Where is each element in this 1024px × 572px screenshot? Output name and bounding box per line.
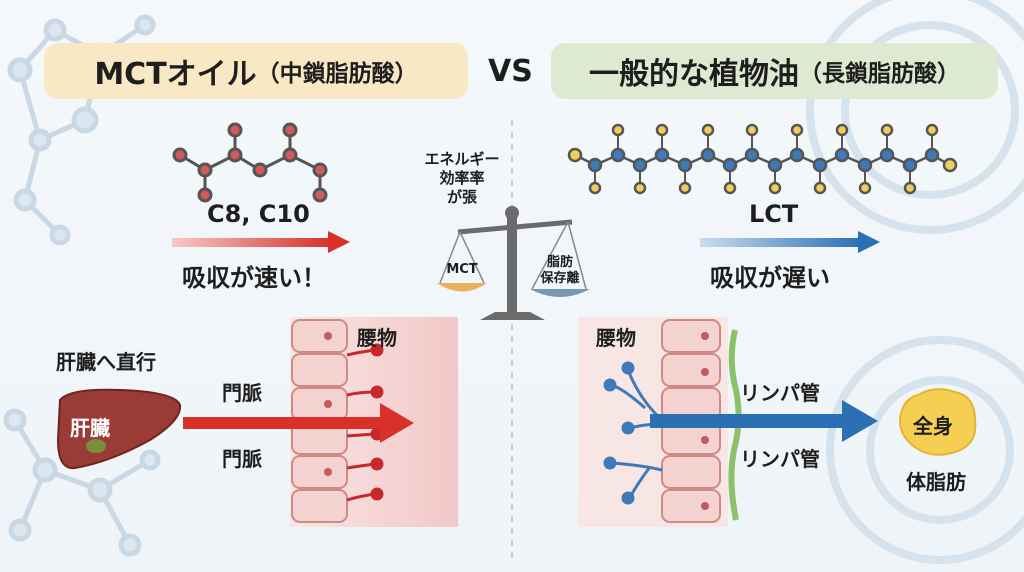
lct-title-sub: （長鎖脂肪酸） <box>799 61 960 87</box>
lymph-label-1: リンパ管 <box>740 381 820 405</box>
vs-label: VS <box>488 54 533 89</box>
whole-body-label: 全身 <box>913 414 953 438</box>
scale-left-label: MCT <box>446 262 478 277</box>
portal-vein-arrow <box>183 403 414 443</box>
mct-title-main: MCTオイル <box>94 57 257 92</box>
balance-scale-icon <box>437 206 590 320</box>
cell-decoration-right <box>806 0 1024 564</box>
scale-right-label: 脂肪 保存離 <box>540 255 580 286</box>
mct-title-pill: MCTオイル（中鎖脂肪酸） <box>44 43 468 99</box>
lct-formula: LCT <box>749 200 799 228</box>
lct-absorption-arrow <box>700 231 880 253</box>
whole-body-blob <box>899 388 977 456</box>
lct-title-pill: 一般的な植物油（長鎖脂肪酸） <box>551 43 998 99</box>
body-fat-label: 体脂肪 <box>906 470 966 494</box>
molecule-decoration-bottom-left <box>3 408 161 557</box>
mct-absorption-arrow <box>172 231 350 253</box>
mct-molecule <box>172 122 328 203</box>
lymph-label-2: リンパ管 <box>740 447 820 471</box>
left-intestine-label: 腰物 <box>357 326 397 350</box>
mct-title-sub: （中鎖脂肪酸） <box>256 61 418 87</box>
lymphatic-arrow <box>650 400 878 442</box>
liver-organ-label: 肝臓 <box>70 416 110 440</box>
left-intestine-panel <box>290 317 458 527</box>
energy-efficiency-label: エネルギー 効率率 が張 <box>424 150 500 206</box>
portal-vein-label-2: 門脈 <box>222 447 262 471</box>
mct-absorption-label: 吸収が速い！ <box>182 264 326 292</box>
mct-formula: C8, C10 <box>207 200 310 228</box>
right-intestine-label: 腰物 <box>596 326 636 350</box>
lct-molecule <box>567 123 958 195</box>
liver-icon <box>56 388 182 470</box>
portal-vein-label-1: 門脈 <box>222 381 262 405</box>
lct-absorption-label: 吸収が遅い <box>710 264 830 292</box>
lct-title-main: 一般的な植物油 <box>589 57 799 92</box>
liver-direct-label: 肝臓へ直行 <box>56 350 156 374</box>
